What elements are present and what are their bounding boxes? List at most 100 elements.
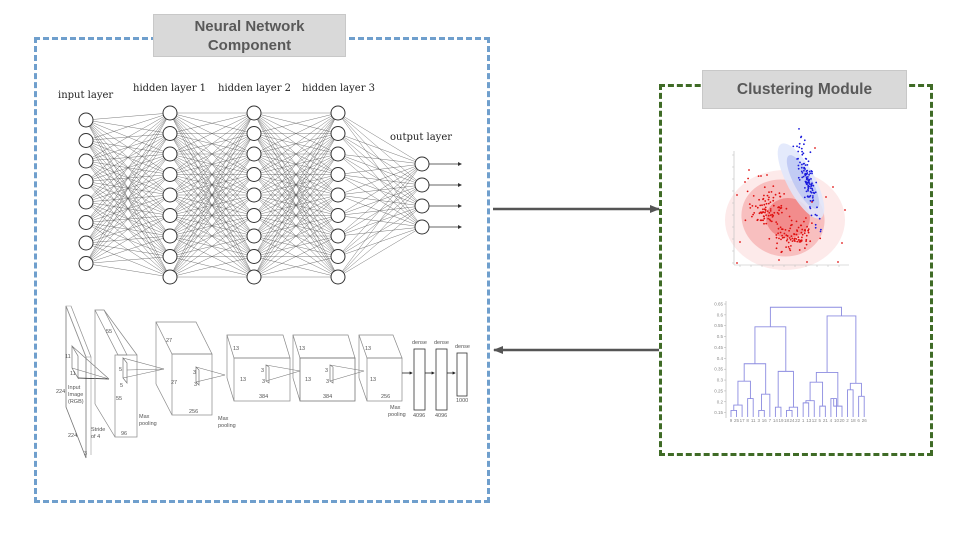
cnn-dense3-units: 1000: [456, 398, 468, 404]
red-point: [775, 236, 778, 239]
cnn-conv3-spatial-side: 13: [240, 377, 246, 383]
blue-point: [804, 180, 807, 183]
mlp-node: [246, 208, 262, 223]
mlp-layer-0: [78, 112, 94, 271]
blue-point: [806, 164, 809, 166]
dendrogram-leaf-label: 4: [830, 418, 833, 423]
red-point: [780, 207, 783, 209]
cnn-pool2-line2: pooling: [218, 423, 236, 429]
red-point: [780, 204, 783, 207]
red-point: [768, 211, 771, 214]
red-point: [796, 240, 799, 243]
mlp-node: [162, 126, 178, 141]
red-point: [788, 215, 791, 218]
cnn-conv2-volume: [155, 321, 226, 416]
red-outlier-point: [806, 261, 808, 263]
mlp-node: [78, 215, 94, 230]
hidden-layer-3-label: hidden layer 3: [302, 83, 376, 94]
red-point: [766, 194, 769, 197]
red-point: [793, 233, 795, 235]
blue-point: [798, 179, 801, 181]
red-point: [769, 208, 772, 210]
red-point: [801, 233, 804, 236]
red-point: [748, 203, 751, 205]
red-point: [801, 236, 803, 239]
dendrogram-link: [819, 405, 826, 417]
blue-point: [803, 143, 805, 146]
cnn-input-kernel-label-2: 11: [70, 371, 76, 377]
blue-point: [811, 196, 814, 199]
red-point: [787, 246, 790, 248]
mlp-node: [246, 187, 262, 203]
red-point: [797, 239, 800, 241]
blue-point: [809, 172, 812, 175]
dendrogram-y-tick-label: 0.4: [717, 356, 724, 361]
red-point: [763, 208, 766, 210]
blue-point: [816, 206, 818, 209]
dendrogram-y-tick-label: 0.6: [717, 312, 724, 317]
mlp-connection: [169, 112, 255, 257]
blue-point: [804, 174, 807, 177]
cnn-stride-label-line2: of 4: [91, 434, 100, 440]
mlp-node: [162, 208, 178, 223]
red-point: [777, 227, 780, 230]
cnn-conv1-depth: 96: [121, 431, 127, 437]
red-point: [789, 249, 792, 252]
mlp-connection: [337, 133, 423, 186]
dendrogram-leaf-label: 18: [784, 418, 790, 423]
dendrogram-leaf-label: 19: [778, 418, 784, 423]
dendrogram-link: [747, 398, 754, 417]
mlp-node: [246, 146, 262, 162]
blue-point: [802, 175, 805, 178]
blue-point: [801, 163, 803, 166]
cnn-conv4-depth: 384: [323, 394, 332, 400]
mlp-connection: [337, 112, 423, 186]
red-point: [795, 233, 798, 236]
dendrogram-y-tick-label: 0.15: [714, 410, 723, 415]
blue-point: [809, 206, 811, 208]
red-point: [800, 224, 803, 227]
red-point: [766, 210, 769, 212]
mlp-connection: [85, 256, 171, 264]
blue-point: [801, 150, 803, 153]
mlp-node: [246, 249, 262, 264]
red-point: [786, 235, 789, 237]
blue-point: [801, 172, 804, 174]
blue-point: [809, 207, 812, 210]
mlp-connection: [85, 235, 171, 264]
red-point: [770, 191, 773, 193]
dendrogram-y-tick-label: 0.5: [717, 334, 724, 339]
blue-point: [808, 195, 811, 198]
blue-point: [803, 139, 806, 142]
cnn-conv3-kernel: 3: [261, 368, 264, 374]
cnn-input-label-line3: (RGB): [68, 399, 84, 405]
red-point: [757, 175, 760, 177]
mlp-node: [78, 153, 94, 169]
red-point: [772, 199, 775, 202]
red-point: [758, 212, 761, 215]
mlp-connection: [85, 263, 171, 278]
mlp-connection: [337, 153, 423, 165]
mlp-connection: [169, 174, 255, 278]
cnn-pool5-line2: pooling: [388, 412, 406, 418]
red-point: [801, 228, 804, 231]
red-point: [790, 235, 793, 238]
blue-point: [804, 157, 807, 160]
red-point: [763, 222, 765, 225]
mlp-node: [246, 105, 262, 121]
mlp-node: [246, 228, 262, 244]
red-point: [796, 229, 798, 231]
dendrogram-leaf-label: 10: [834, 418, 840, 423]
dendrogram-leaf-label: 11: [751, 418, 756, 423]
cnn-conv2-spatial-side: 27: [171, 380, 177, 386]
cnn-conv1-kernel: 5: [119, 367, 122, 373]
dendrogram-leaf-label: 18: [851, 418, 857, 423]
red-point: [804, 229, 806, 231]
cnn-conv3-kernel-2: 3: [262, 379, 265, 385]
mlp-node: [162, 146, 178, 162]
red-outlier-point: [744, 181, 746, 183]
blue-point: [808, 178, 811, 181]
red-point: [769, 201, 772, 204]
